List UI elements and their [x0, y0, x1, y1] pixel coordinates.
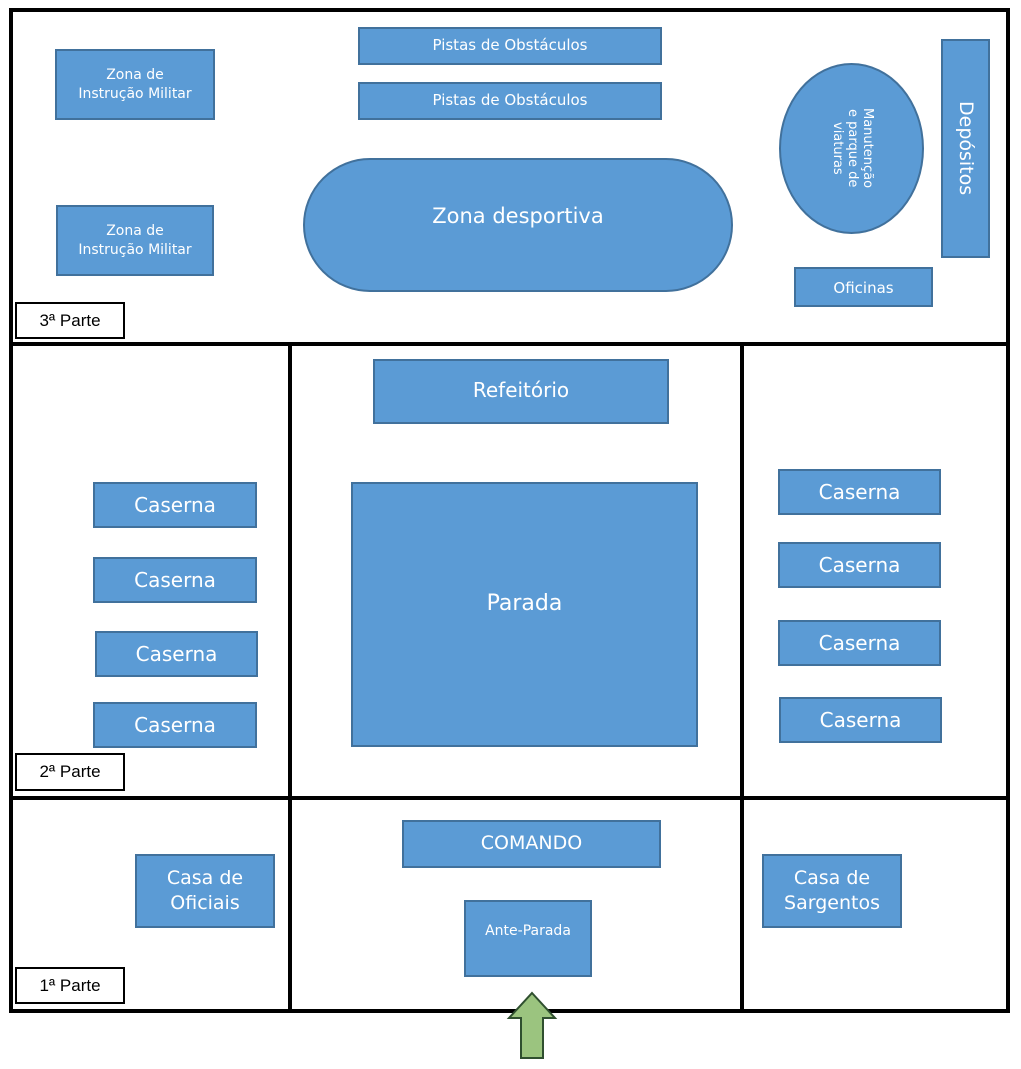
- zona-instrucao-militar-2: Zona de Instrução Militar: [56, 205, 214, 276]
- divider-right-vertical: [740, 342, 744, 1013]
- outer-border-top: [9, 8, 1010, 12]
- section-label-2a-parte-text: 2ª Parte: [39, 762, 101, 781]
- caserna-right-1: Caserna: [778, 469, 941, 515]
- divider-left-vertical: [288, 342, 292, 1013]
- caserna-left-2-label: Caserna: [134, 568, 216, 592]
- section-label-1a-parte-text: 1ª Parte: [39, 975, 101, 995]
- casa-de-oficiais: Casa de Oficiais: [135, 854, 275, 928]
- outer-border-bottom: [9, 1009, 1010, 1013]
- caserna-right-4-label: Caserna: [819, 708, 902, 732]
- casa-de-sargentos-label: Casa de Sargentos: [784, 867, 880, 914]
- caserna-left-3-label: Caserna: [135, 642, 218, 666]
- outer-border-right: [1006, 8, 1010, 1013]
- zona-instrucao-militar-1-label: Zona de Instrução Militar: [78, 67, 192, 102]
- depositos: Depósitos: [941, 39, 990, 258]
- caserna-right-3-label: Caserna: [818, 631, 901, 655]
- up-arrow-shape: [506, 991, 558, 1059]
- zona-desportiva-label: Zona desportiva: [432, 204, 604, 229]
- caserna-right-4: Caserna: [779, 697, 942, 743]
- parada-label: Parada: [486, 591, 563, 617]
- caserna-left-1-label: Caserna: [134, 493, 216, 517]
- comando-label: COMANDO: [480, 831, 583, 854]
- caserna-right-2-label: Caserna: [818, 553, 901, 577]
- zona-desportiva: Zona desportiva: [303, 158, 733, 292]
- caserna-left-3: Caserna: [95, 631, 258, 677]
- section-label-3a-parte-text: 3ª Parte: [39, 310, 101, 330]
- zona-instrucao-militar-1: Zona de Instrução Militar: [55, 49, 215, 120]
- caserna-right-2: Caserna: [778, 542, 941, 588]
- oficinas-label: Oficinas: [833, 279, 894, 298]
- pistas-obstaculos-1: Pistas de Obstáculos: [358, 27, 662, 65]
- manutencao-parque-viaturas-label: Manutenção e parque de viaturas: [830, 108, 875, 189]
- comando: COMANDO: [402, 820, 661, 868]
- depositos-label: Depósitos: [954, 101, 977, 196]
- caserna-left-2: Caserna: [93, 557, 257, 603]
- casa-de-oficiais-label: Casa de Oficiais: [166, 867, 244, 914]
- divider-part2-part1: [9, 796, 1010, 800]
- divider-part3-part2: [9, 342, 1010, 346]
- outer-border-left: [9, 8, 13, 1013]
- refeitorio-label: Refeitório: [472, 377, 570, 402]
- caserna-left-1: Caserna: [93, 482, 257, 528]
- up-arrow-icon: [506, 991, 558, 1059]
- parada: Parada: [351, 482, 698, 747]
- casa-de-sargentos: Casa de Sargentos: [762, 854, 902, 928]
- section-label-2a-parte: 2ª Parte: [15, 753, 125, 791]
- pistas-obstaculos-2: Pistas de Obstáculos: [358, 82, 662, 120]
- caserna-right-3: Caserna: [778, 620, 941, 666]
- oficinas: Oficinas: [794, 267, 933, 307]
- zona-instrucao-militar-2-label: Zona de Instrução Militar: [78, 223, 192, 258]
- manutencao-parque-viaturas: Manutenção e parque de viaturas: [779, 63, 924, 234]
- section-label-1a-parte: 1ª Parte: [15, 967, 125, 1004]
- pistas-obstaculos-1-label: Pistas de Obstáculos: [432, 36, 588, 55]
- caserna-right-1-label: Caserna: [818, 480, 901, 504]
- ante-parada-label: Ante-Parada: [485, 923, 571, 940]
- caserna-left-4: Caserna: [93, 702, 257, 748]
- ante-parada: Ante-Parada: [464, 900, 592, 977]
- pistas-obstaculos-2-label: Pistas de Obstáculos: [432, 91, 588, 110]
- caserna-left-4-label: Caserna: [134, 713, 216, 737]
- refeitorio: Refeitório: [373, 359, 669, 424]
- section-label-3a-parte: 3ª Parte: [15, 302, 125, 339]
